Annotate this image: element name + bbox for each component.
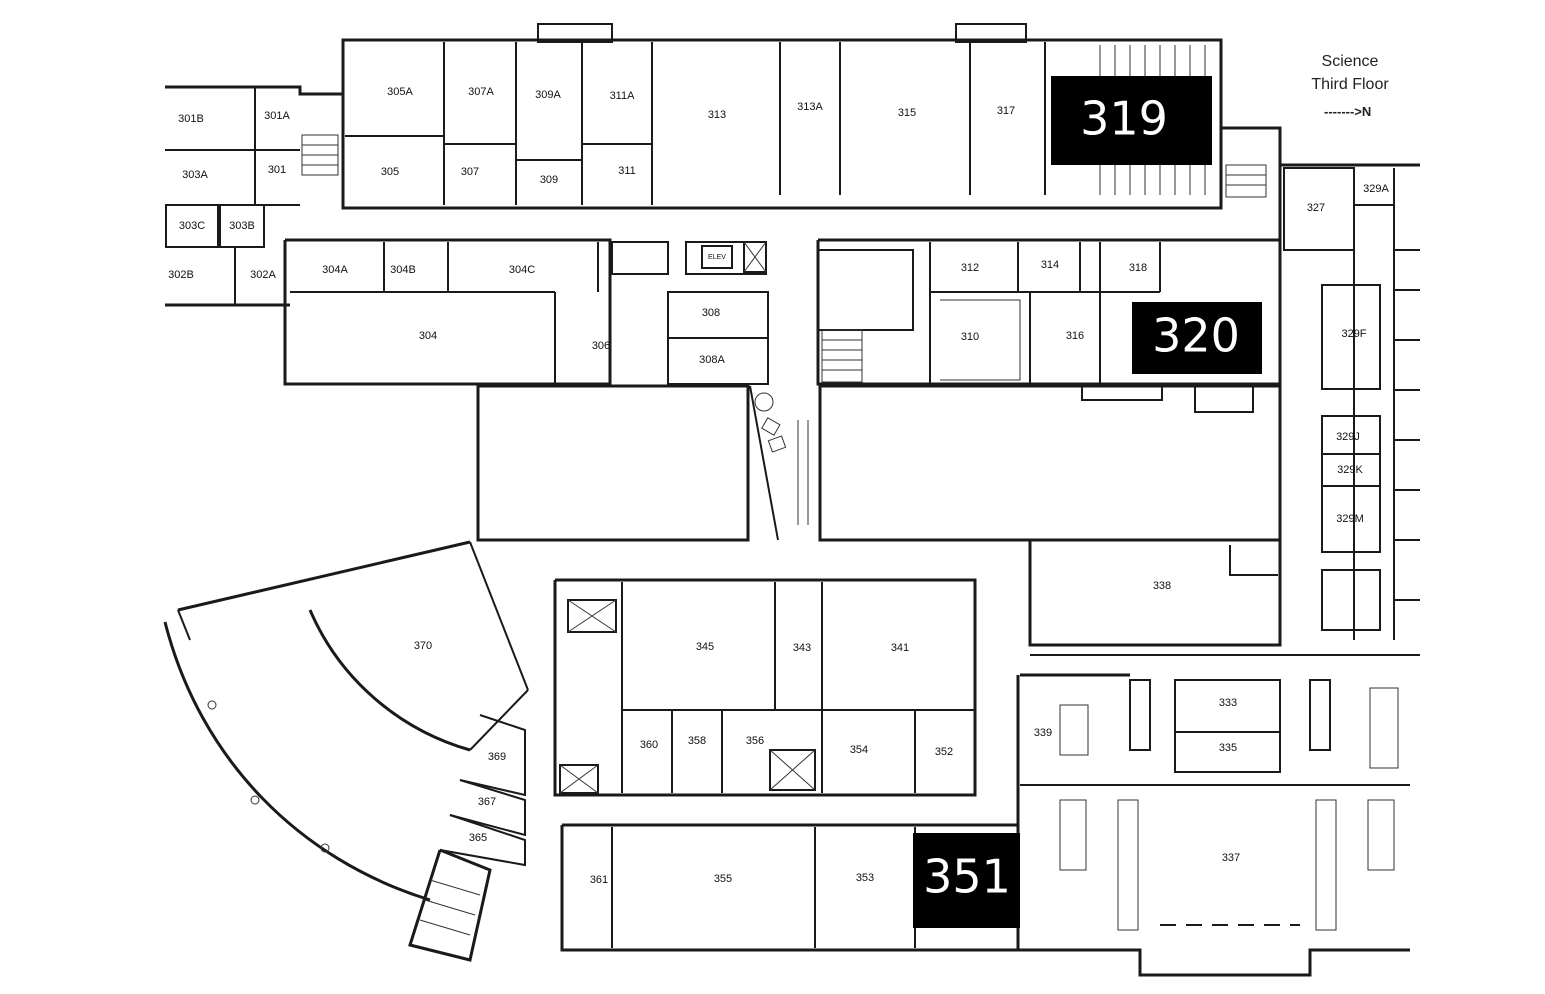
room-label: 305A: [387, 86, 413, 98]
highlighted-rooms: 319 320 351: [913, 76, 1262, 928]
room-label: 312: [961, 262, 979, 274]
central-labs: [476, 384, 1282, 542]
north-wing-walls: [341, 23, 1223, 210]
room-label: 341: [891, 642, 909, 654]
highlight-319-box: [1051, 76, 1212, 165]
south-center-block: [553, 578, 977, 797]
highlight-319-label: 319: [1080, 92, 1168, 146]
room-label: 317: [997, 105, 1015, 117]
map-title: Science Third Floor: [1300, 50, 1400, 96]
room-label: 356: [746, 735, 764, 747]
east-wing-walls: [1221, 126, 1420, 640]
room-label: 307: [461, 166, 479, 178]
room-label: 301B: [178, 113, 204, 125]
room-label: 309A: [535, 89, 561, 101]
room-label: 329F: [1341, 328, 1366, 340]
room-label: 329A: [1363, 183, 1389, 195]
room-label: 333: [1219, 697, 1237, 709]
west-wing-walls: [165, 85, 343, 307]
room-label: 301A: [264, 110, 290, 122]
west-curved-wing: [163, 540, 529, 962]
room-label: 311: [618, 165, 636, 177]
room-label: 304A: [322, 264, 348, 276]
room-label: 338: [1153, 580, 1171, 592]
room-338-walls: [1028, 538, 1420, 656]
room-label: 304B: [390, 264, 416, 276]
room-label: 310: [961, 331, 979, 343]
room-label: 305: [381, 166, 399, 178]
southeast-labs: [1016, 673, 1410, 977]
room-label: 360: [640, 739, 658, 751]
room-label: 370: [414, 640, 432, 652]
room-label: 352: [935, 746, 953, 758]
room-label: 361: [590, 874, 608, 886]
room-label: 329J: [1336, 431, 1360, 443]
room-label: 314: [1041, 259, 1059, 271]
room-label: 308: [702, 307, 720, 319]
highlight-320-box: [1132, 302, 1262, 374]
room-label: 303A: [182, 169, 208, 181]
room-label: 339: [1034, 727, 1052, 739]
room-label: 311A: [610, 90, 636, 102]
room-label: 367: [478, 796, 496, 808]
floor-name: Third Floor: [1311, 76, 1389, 93]
room-label: 307A: [468, 86, 494, 98]
room-label: 343: [793, 642, 811, 654]
room-label: 304: [419, 330, 437, 342]
room-label: 313A: [797, 101, 823, 113]
highlight-351-box: [913, 833, 1020, 928]
room-label: 303C: [179, 220, 205, 232]
highlight-320-label: 320: [1152, 309, 1240, 363]
north-arrow-label: ------->N: [1324, 104, 1372, 119]
room-label: 313: [708, 109, 726, 121]
room-label: 318: [1129, 262, 1147, 274]
room-label: 316: [1066, 330, 1084, 342]
room-label: 301: [268, 164, 286, 176]
room-label: 353: [856, 872, 874, 884]
room-label: 304C: [509, 264, 535, 276]
room-label: 329K: [1337, 464, 1363, 476]
room-label: 303B: [229, 220, 255, 232]
room-label: 327: [1307, 202, 1325, 214]
room-label: ELEV: [708, 254, 726, 261]
room-label: 302A: [250, 269, 276, 281]
room-label: 308A: [699, 354, 725, 366]
room-label: 369: [488, 751, 506, 763]
room-label: 306: [592, 340, 610, 352]
room-label: 365: [469, 832, 487, 844]
room-label: 302B: [168, 269, 194, 281]
room-label: 354: [850, 744, 868, 756]
room-label: 335: [1219, 742, 1237, 754]
room-label: 309: [540, 174, 558, 186]
building-name: Science: [1321, 53, 1379, 70]
room-label: 355: [714, 873, 732, 885]
room-labels: 301B 301A 301 303A 303C 303B 302B 302A 3…: [168, 86, 1389, 886]
room-label: 358: [688, 735, 706, 747]
room-label: 315: [898, 107, 916, 119]
room-label: 345: [696, 641, 714, 653]
room-label: 329M: [1336, 513, 1364, 525]
room-label: 337: [1222, 852, 1240, 864]
highlight-351-label: 351: [923, 850, 1011, 904]
